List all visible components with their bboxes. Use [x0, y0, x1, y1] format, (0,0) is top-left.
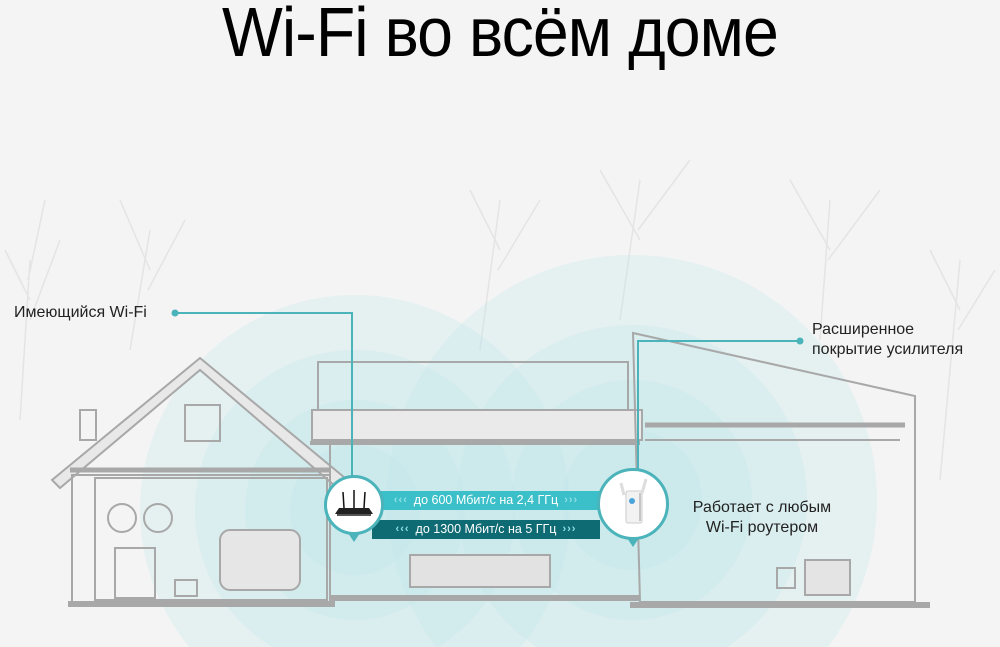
- band-5ghz: ‹‹‹ до 1300 Мбит/с на 5 ГГц ›››: [372, 520, 600, 539]
- chevrons-left-icon: ‹‹‹: [395, 523, 410, 535]
- works-with-line1: Работает с любым: [692, 499, 832, 516]
- background-trees: [4, 159, 996, 481]
- band-label: до 1300 Мбит/с на 5 ГГц: [415, 522, 557, 536]
- band-label: до 600 Мбит/с на 2,4 ГГц: [413, 493, 559, 507]
- extender-bubble: [597, 468, 669, 540]
- band-2-4ghz: ‹‹‹ до 600 Мбит/с на 2,4 ГГц ›››: [372, 491, 600, 510]
- extender-bubble-pointer: [627, 538, 639, 547]
- page-title: Wi-Fi во всём доме: [222, 0, 779, 71]
- works-with-line2: Wi-Fi роутером: [705, 519, 819, 536]
- chevrons-right-icon: ›››: [564, 494, 579, 506]
- left-house-garage: [50, 356, 347, 607]
- extended-coverage-line2: покрытие усилителя: [812, 341, 964, 358]
- callout-dot-extended: [796, 337, 804, 345]
- extended-coverage-label: Расширенное покрытие усилителя: [812, 320, 963, 360]
- middle-building: [310, 361, 643, 601]
- chevrons-right-icon: ›››: [562, 523, 577, 535]
- callout-dot-existing: [171, 309, 179, 317]
- existing-wifi-label: Имеющийся Wi-Fi: [14, 304, 147, 321]
- range-extender-icon: [619, 478, 648, 524]
- router-bubble-pointer: [348, 533, 360, 542]
- extended-coverage-line1: Расширенное: [812, 321, 915, 338]
- callout-leader-lines: [175, 312, 800, 490]
- chevrons-left-icon: ‹‹‹: [393, 494, 408, 506]
- works-with-any-router-label: Работает с любым Wi-Fi роутером: [682, 498, 842, 538]
- router-bubble: [324, 475, 384, 535]
- router-icon: [335, 490, 373, 516]
